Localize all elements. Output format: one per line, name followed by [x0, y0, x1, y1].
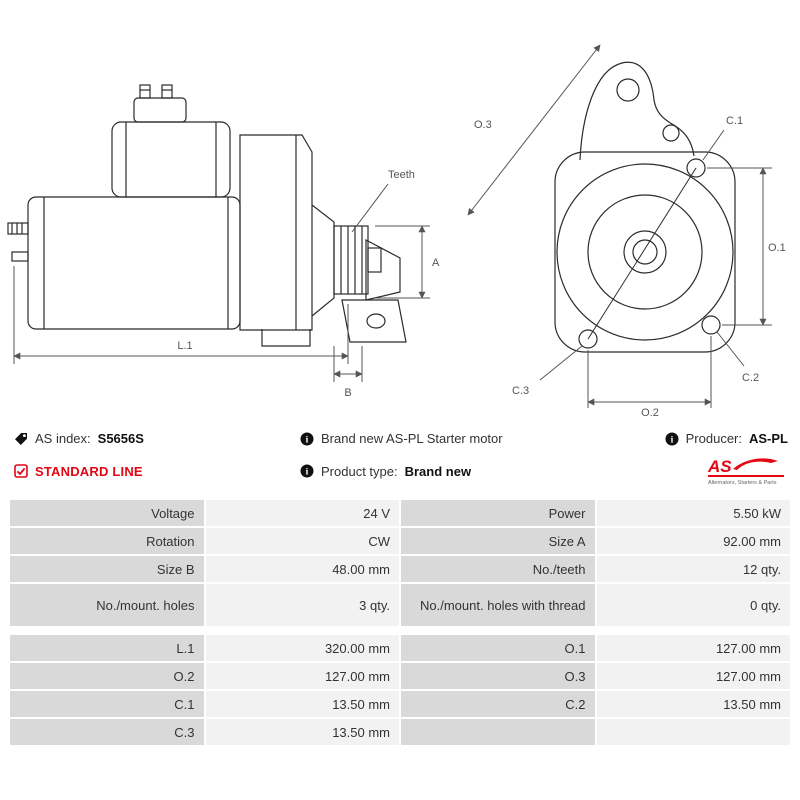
spec-label-cell: O.2: [10, 663, 204, 689]
logo-tagline: Alternators, Starters & Parts: [708, 480, 777, 486]
spec-value-cell: 0 qty.: [596, 584, 790, 626]
spec-row: Rotation CW Size A 92.00 mm: [10, 528, 790, 554]
spec-value-cell: 12 qty.: [596, 556, 790, 582]
technical-drawings: Teeth A L.1 B: [7, 44, 786, 419]
brand-logo: AS Alternators, Starters & Parts: [706, 456, 788, 486]
standard-line-label: STANDARD LINE: [35, 463, 143, 479]
product-info-bar: AS index: S5656S i Brand new AS-PL Start…: [0, 425, 800, 494]
spec-value-cell: 48.00 mm: [205, 556, 399, 582]
spec-label-cell: O.1: [401, 635, 595, 661]
as-index-label: AS index:: [35, 431, 91, 446]
spec-label-cell: No./mount. holes with thread: [401, 584, 595, 626]
product-type-value: Brand new: [404, 463, 472, 479]
info-icon: i: [300, 432, 314, 446]
spec-value-cell: 127.00 mm: [205, 663, 399, 689]
spec-label-cell: Power: [401, 500, 595, 526]
spec-row: O.2 127.00 mm O.3 127.00 mm: [10, 663, 790, 689]
spec-value-cell: 13.50 mm: [205, 691, 399, 717]
standard-line: STANDARD LINE: [14, 464, 300, 479]
spec-row: C.3 13.50 mm: [10, 719, 790, 745]
spec-row: No./mount. holes 3 qty. No./mount. holes…: [10, 584, 790, 626]
spec-table: Voltage 24 V Power 5.50 kW Rotation CW S…: [10, 500, 790, 745]
spec-label-cell: C.3: [10, 719, 204, 745]
producer: i Producer: AS-PL: [665, 431, 788, 446]
spec-value-cell: CW: [205, 528, 399, 554]
spec-value-cell: [596, 719, 790, 745]
as-index-value: S5656S: [97, 431, 144, 446]
spec-label-cell: O.3: [401, 663, 595, 689]
spec-label-cell: Size B: [10, 556, 204, 582]
spec-value-cell: 92.00 mm: [596, 528, 790, 554]
tag-icon: [14, 432, 28, 446]
info-icon: i: [665, 432, 679, 446]
spec-value-cell: 3 qty.: [205, 584, 399, 626]
spec-row: Size B 48.00 mm No./teeth 12 qty.: [10, 556, 790, 582]
dim-label-o3: O.3: [474, 119, 492, 131]
dim-label-c3: C.3: [512, 385, 529, 397]
as-pl-logo-icon: AS Alternators, Starters & Parts: [707, 457, 784, 486]
dim-label-c2: C.2: [742, 372, 759, 384]
dim-label-c1: C.1: [726, 115, 743, 127]
producer-label: Producer:: [685, 431, 742, 446]
spec-label-cell: C.1: [10, 691, 204, 717]
spec-value-cell: 127.00 mm: [596, 635, 790, 661]
side-view-drawing: Teeth A L.1 B: [7, 84, 440, 399]
spec-label-cell: Size A: [401, 528, 595, 554]
dim-label-o2: O.2: [641, 407, 659, 419]
spec-label-cell: No./mount. holes: [10, 584, 204, 626]
table-group-separator: [10, 628, 790, 633]
svg-text:i: i: [306, 467, 309, 477]
checkbox-checked-icon: [14, 464, 28, 478]
spec-value-cell: 320.00 mm: [205, 635, 399, 661]
spec-label-cell: Voltage: [10, 500, 204, 526]
svg-text:i: i: [670, 435, 673, 445]
front-view-drawing: O.3 C.1 O.1 C.2 C.3 O.2: [467, 44, 786, 419]
as-index: AS index: S5656S: [14, 431, 300, 446]
product-type: i Product type: Brand new: [300, 464, 638, 479]
spec-value-cell: 127.00 mm: [596, 663, 790, 689]
spec-value-cell: 13.50 mm: [596, 691, 790, 717]
producer-value: AS-PL: [749, 431, 788, 446]
dim-label-teeth: Teeth: [388, 169, 415, 181]
dim-label-o1: O.1: [768, 242, 786, 254]
spec-row: C.1 13.50 mm C.2 13.50 mm: [10, 691, 790, 717]
dim-label-l1: L.1: [177, 340, 192, 352]
spec-label-cell: Rotation: [10, 528, 204, 554]
spec-label-cell: [401, 719, 595, 745]
logo-text: AS: [707, 457, 732, 476]
dim-label-a: A: [432, 257, 440, 269]
dim-label-b: B: [344, 387, 351, 399]
spec-label-cell: C.2: [401, 691, 595, 717]
spec-value-cell: 13.50 mm: [205, 719, 399, 745]
description-text: Brand new AS-PL Starter motor: [321, 431, 503, 446]
info-icon: i: [300, 464, 314, 478]
spec-row: Voltage 24 V Power 5.50 kW: [10, 500, 790, 526]
spec-value-cell: 5.50 kW: [596, 500, 790, 526]
spec-label-cell: No./teeth: [401, 556, 595, 582]
spec-value-cell: 24 V: [205, 500, 399, 526]
spec-row: L.1 320.00 mm O.1 127.00 mm: [10, 635, 790, 661]
svg-text:i: i: [306, 435, 309, 445]
product-description: i Brand new AS-PL Starter motor: [300, 431, 638, 446]
product-type-label: Product type:: [321, 463, 398, 479]
spec-label-cell: L.1: [10, 635, 204, 661]
